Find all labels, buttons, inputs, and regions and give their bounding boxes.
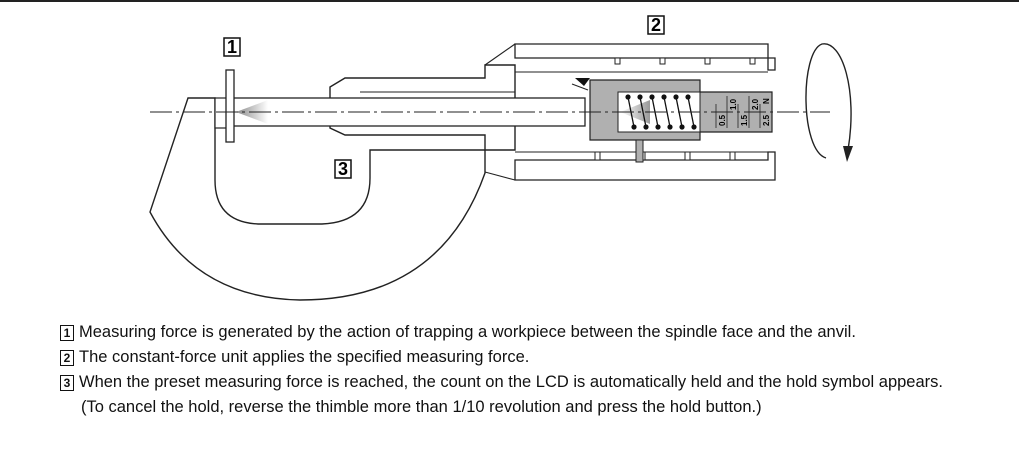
- ratchet-cone: [620, 100, 650, 124]
- callout-1: 1: [223, 37, 241, 57]
- thimble-teeth: [594, 57, 756, 161]
- scale-label-2-5: 2.5: [762, 114, 771, 126]
- thimble-step-bottom: [484, 171, 516, 181]
- note-3-continuation: (To cancel the hold, reverse the thimble…: [60, 395, 1010, 420]
- note-2: 2 The constant-force unit applies the sp…: [60, 345, 1010, 370]
- note-1-text: Measuring force is generated by the acti…: [79, 323, 856, 341]
- pawl-line: [571, 83, 589, 91]
- note-3-continuation-text: (To cancel the hold, reverse the thimble…: [81, 398, 762, 416]
- anvil: [214, 97, 228, 129]
- pawl: [575, 78, 590, 86]
- scale-label-2-0: 2.0: [751, 98, 760, 110]
- note-3-number: 3: [60, 374, 74, 391]
- rotation-arrowhead: [843, 146, 853, 162]
- scale-label-0-5: 0.5: [718, 114, 727, 126]
- spindle-face: [225, 69, 235, 143]
- callout-1-label: 1: [227, 37, 237, 57]
- note-2-text: The constant-force unit applies the spec…: [79, 348, 530, 366]
- note-2-number: 2: [60, 349, 74, 366]
- micrometer-diagram: 0.5 1.0 1.5 2.0 2.5 N 1 2 3: [149, 15, 853, 301]
- pin: [635, 139, 644, 163]
- rotation-arrow: [805, 43, 852, 159]
- callout-2: 2: [647, 15, 665, 35]
- scale-label-1-0: 1.0: [729, 98, 738, 110]
- note-1: 1 Measuring force is generated by the ac…: [60, 320, 1010, 345]
- notes-list: 1 Measuring force is generated by the ac…: [60, 320, 1010, 420]
- callout-3-label: 3: [338, 159, 348, 179]
- scale-label-unit: N: [762, 98, 771, 104]
- note-3: 3 When the preset measuring force is rea…: [60, 370, 1010, 395]
- thimble-step-top: [484, 43, 516, 66]
- note-1-number: 1: [60, 324, 74, 341]
- scale-label-1-5: 1.5: [740, 114, 749, 126]
- callout-2-label: 2: [651, 15, 661, 35]
- frame-outline: [149, 97, 486, 301]
- callout-3: 3: [334, 159, 352, 179]
- thimble-top: [514, 43, 776, 71]
- top-rule: [0, 0, 1019, 2]
- note-3-text: When the preset measuring force is reach…: [79, 373, 943, 391]
